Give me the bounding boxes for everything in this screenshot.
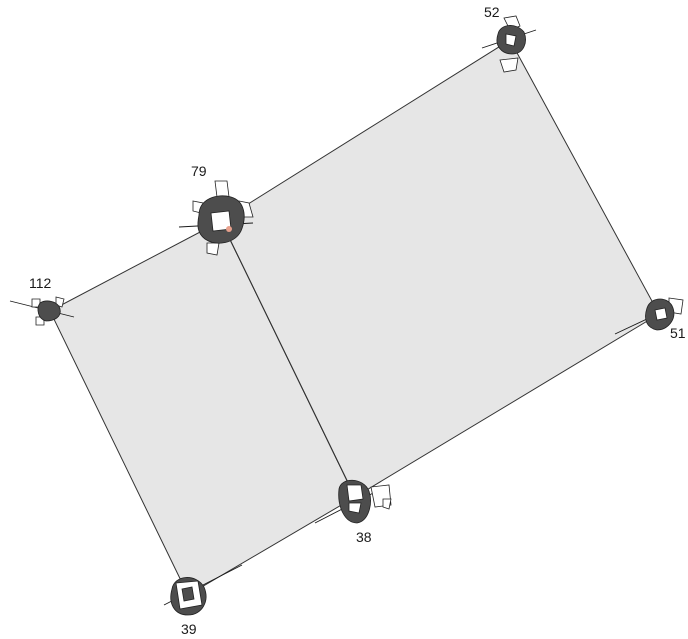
node-51-core bbox=[655, 308, 667, 320]
node-label-38: 38 bbox=[356, 529, 372, 545]
node-79-petal bbox=[215, 181, 229, 197]
node-label-51: 51 bbox=[670, 325, 686, 341]
node-label-39: 39 bbox=[181, 621, 197, 637]
node-79-petal bbox=[207, 243, 219, 255]
node-38-petal bbox=[383, 499, 391, 509]
node-label-79: 79 bbox=[191, 163, 207, 179]
node-39-inner bbox=[182, 587, 194, 601]
node-79-marker bbox=[226, 226, 232, 232]
node-52-core bbox=[506, 34, 516, 46]
node-112-body bbox=[38, 301, 60, 321]
node-38-core bbox=[347, 485, 363, 501]
node-label-112: 112 bbox=[29, 275, 52, 291]
node-38-core bbox=[349, 503, 361, 513]
node-label-52: 52 bbox=[484, 4, 500, 20]
